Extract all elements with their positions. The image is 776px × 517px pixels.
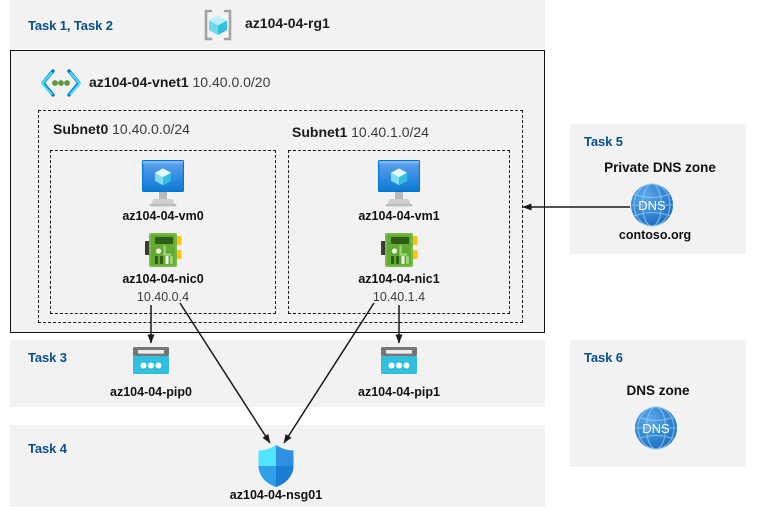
network-interface-icon <box>377 231 421 271</box>
vnet-header: az104-04-vnet1 10.40.0.0/20 <box>89 74 270 90</box>
network-interface-icon <box>141 231 185 271</box>
public-ip-address-icon <box>378 345 420 377</box>
task-label-5: Task 5 <box>584 134 623 149</box>
vm0-label: az104-04-vm0 <box>122 209 204 223</box>
dns-zone-icon: DNS <box>629 182 675 228</box>
vm1-label: az104-04-vm1 <box>358 209 440 223</box>
virtual-machine-icon <box>136 158 190 208</box>
dns-zone-icon: DNS <box>633 405 679 451</box>
vnet-panel <box>10 50 545 333</box>
subnet0-cidr: 10.40.0.0/24 <box>112 121 190 137</box>
nic1-ip: 10.40.1.4 <box>372 290 426 304</box>
subnet0-header: Subnet0 10.40.0.0/24 <box>53 121 190 137</box>
nic0-label: az104-04-nic0 <box>122 272 204 286</box>
virtual-network-icon <box>39 68 83 98</box>
network-security-group-icon <box>255 443 297 489</box>
subnet1-header: Subnet1 10.40.1.0/24 <box>292 124 429 140</box>
resource-group-name-text: az104-04-rg1 <box>245 15 330 31</box>
nic1-label: az104-04-nic1 <box>358 272 440 286</box>
vnet-cidr: 10.40.0.0/20 <box>192 74 271 90</box>
svg-text:DNS: DNS <box>642 421 670 436</box>
resource-group-name: az104-04-rg1 <box>245 15 330 31</box>
subnet1-name: Subnet1 <box>292 124 348 140</box>
task6-title: DNS zone <box>626 383 690 398</box>
nic0-ip: 10.40.0.4 <box>136 290 190 304</box>
subnet0-box <box>50 150 276 314</box>
task3-panel <box>10 340 545 407</box>
task5-title: Private DNS zone <box>604 160 716 175</box>
task-label-1-2: Task 1, Task 2 <box>28 18 113 33</box>
pip1-label: az104-04-pip1 <box>358 385 440 399</box>
task-label-6: Task 6 <box>584 350 623 365</box>
private-dns-zone-name: contoso.org <box>618 228 692 242</box>
subnet1-cidr: 10.40.1.0/24 <box>351 124 429 140</box>
public-ip-address-icon <box>130 345 172 377</box>
subnet0-name: Subnet0 <box>53 121 109 137</box>
nsg-label: az104-04-nsg01 <box>229 488 323 502</box>
pip0-label: az104-04-pip0 <box>110 385 192 399</box>
vnet-name: az104-04-vnet1 <box>89 74 189 90</box>
task-label-3: Task 3 <box>28 350 67 365</box>
subnets-container <box>38 110 523 323</box>
svg-text:DNS: DNS <box>638 198 666 213</box>
task-label-4: Task 4 <box>28 441 67 456</box>
resource-group-header-band <box>10 0 545 49</box>
virtual-machine-icon <box>372 158 426 208</box>
resource-group-icon <box>200 7 236 43</box>
